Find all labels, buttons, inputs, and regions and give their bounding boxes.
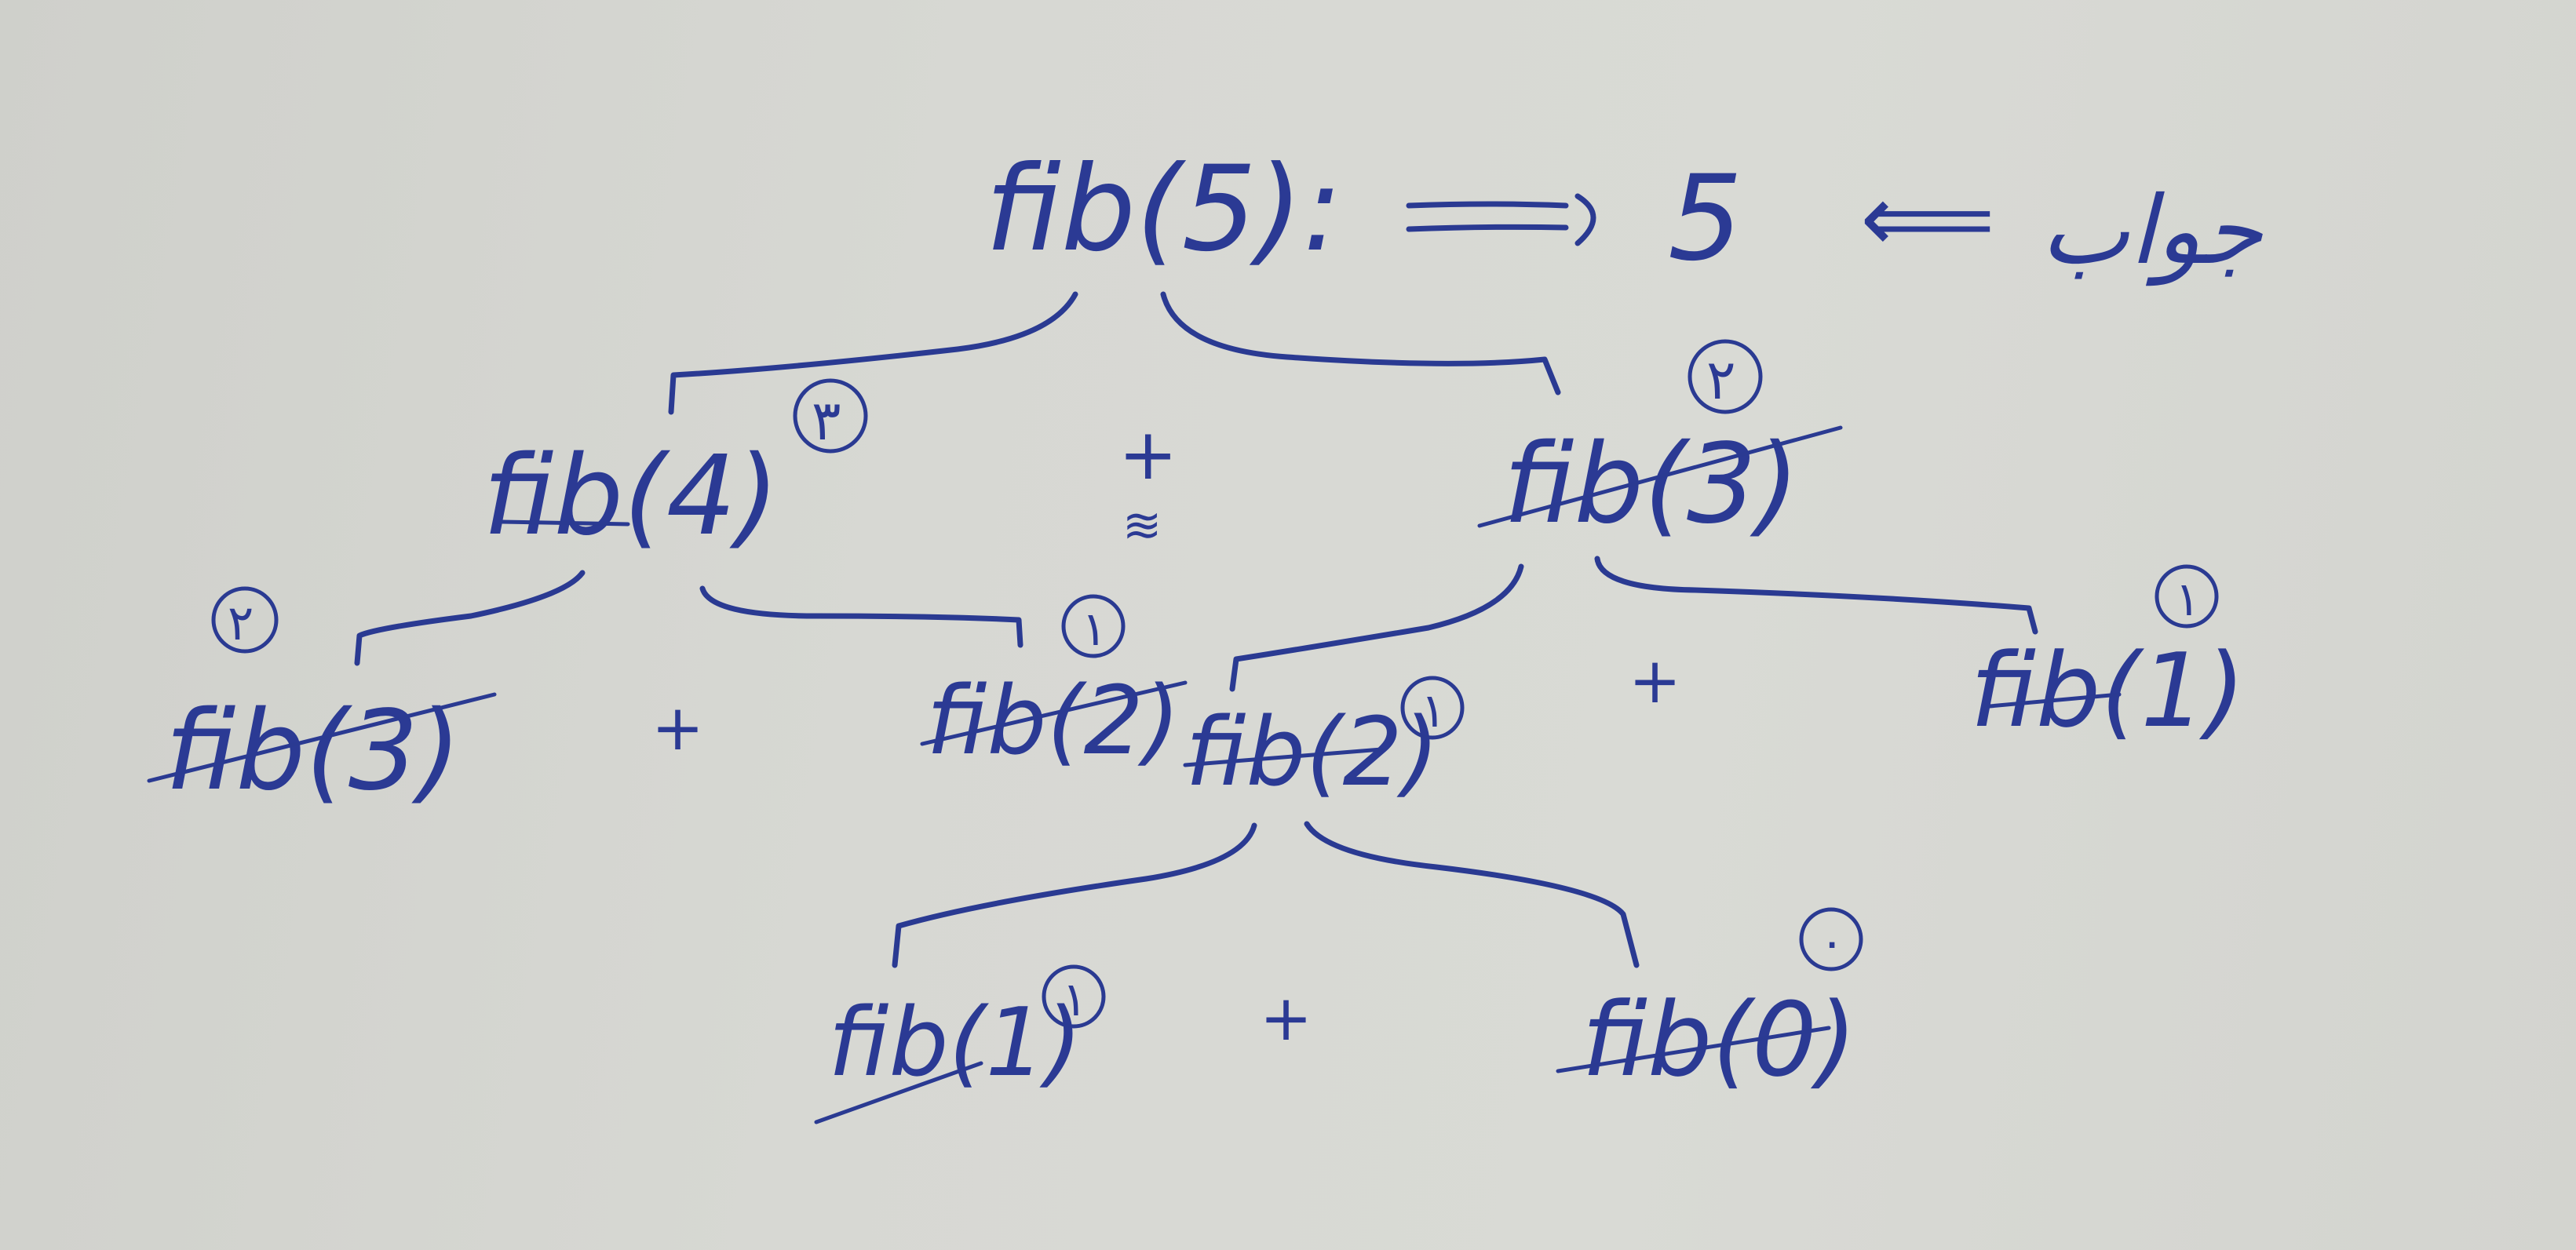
plus-level2-right: +: [1629, 644, 1681, 717]
circled-value-fib0: ۰: [1819, 915, 1844, 970]
circle-fib2-b: [1400, 676, 1465, 740]
plus-level3: +: [1260, 982, 1312, 1055]
circled-value-fib1-bottom: ١: [1062, 972, 1087, 1027]
circle-fib4: [793, 378, 868, 454]
circled-value-fib1-right: ١: [2175, 572, 2200, 627]
strike-fib4: [500, 519, 630, 527]
circle-fib3-left: [211, 586, 279, 654]
plus-level1-mark: ≋: [1122, 498, 1162, 553]
circle-fib1-bottom: [1042, 964, 1106, 1029]
circled-value-fib2-a: ١: [1082, 602, 1107, 657]
node-fib1-bottom: fib(1): [828, 989, 1082, 1098]
node-fib3-right: fib(3): [1503, 421, 1800, 548]
strike-fib3-left: [147, 692, 497, 783]
branch-fib2-right: [1304, 821, 1640, 968]
circled-value-fib4: ۳: [812, 388, 841, 453]
branch-fib2-left: [892, 822, 1257, 968]
strike-fib3-right: [1477, 425, 1843, 528]
root-node-label: fib(5):: [985, 141, 1342, 278]
strike-fib2-a: [920, 680, 1188, 746]
strike-fib0: [1556, 1026, 1831, 1073]
strike-fib2-b: [1183, 747, 1384, 767]
strike-fib1-right: [1987, 692, 2122, 709]
result-back-arrow: ⟸: [1860, 165, 1995, 274]
branch-fib3-left: [1229, 563, 1524, 692]
circled-value-fib2-b: ١: [1421, 683, 1446, 738]
circle-fib0: [1799, 907, 1863, 971]
node-fib4: fib(4): [483, 432, 779, 560]
node-fib3-left: fib(3): [165, 687, 462, 815]
plus-level2-left: +: [651, 691, 704, 764]
circle-fib3-right: [1688, 339, 1763, 414]
branch-root-left: [668, 291, 1078, 415]
node-fib2-b: fib(2): [1185, 698, 1439, 807]
node-fib0: fib(0): [1582, 980, 1857, 1099]
result-arrow: [1406, 193, 1596, 246]
circle-fib1-right: [2155, 564, 2219, 629]
circled-value-fib3-right: ۲: [1706, 348, 1736, 412]
result-value: 5: [1668, 151, 1742, 287]
plus-level1: +: [1118, 414, 1177, 496]
branch-fib4-right: [699, 585, 1023, 648]
answer-label: جواب: [2041, 177, 2263, 286]
node-fib2-a: fib(2): [926, 667, 1180, 776]
branch-root-right: [1160, 291, 1561, 395]
circled-value-fib3-left: ۲: [228, 594, 254, 651]
circle-fib2-a: [1061, 594, 1126, 658]
node-fib1-right: fib(1): [1970, 631, 2246, 750]
branch-fib4-left: [354, 570, 586, 666]
branch-fib3-right: [1594, 556, 2038, 635]
strike-fib1-bottom: [814, 1061, 983, 1124]
